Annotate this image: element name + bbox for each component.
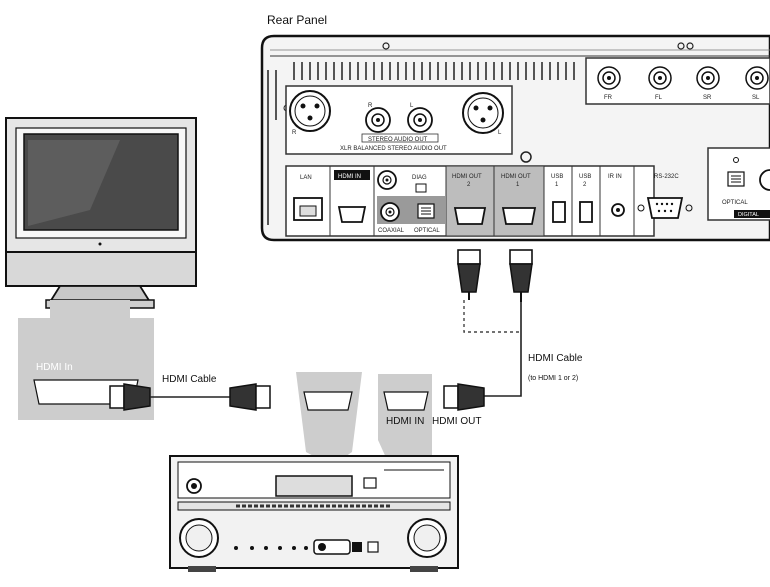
stereo-pin-label-r: R	[368, 103, 373, 109]
hdmi-out-2-label: HDMI OUT	[452, 174, 482, 180]
hdmi-in-label: HDMI IN	[338, 174, 361, 180]
receiver-hdmi-out-label: HDMI OUT	[432, 416, 481, 427]
hdmi-out-1-number: 1	[516, 182, 520, 188]
screw-icon	[686, 42, 694, 50]
av-receiver	[169, 455, 459, 572]
hdmi-cable-right-note: (to HDMI 1 or 2)	[528, 375, 578, 382]
xlr-pin-label-r: R	[292, 130, 297, 136]
rca-jack-stereo-r	[365, 107, 391, 133]
hdmi-plug-out-1	[509, 249, 533, 302]
jack-label-fl: FL	[655, 95, 663, 101]
optional-cable-path	[463, 300, 521, 333]
usb-2-label: USB	[579, 174, 591, 180]
receiver-hdmi-out-callout	[296, 372, 362, 466]
receiver-hdmi-in-label: HDMI IN	[386, 416, 424, 427]
hdmi-cable-left	[109, 383, 271, 411]
stereo-audio-out-label: STEREO AUDIO OUT	[368, 137, 428, 143]
player-hdmi-in-port: HDMI IN	[334, 166, 375, 236]
hdmi-cable-left-label: HDMI Cable	[162, 374, 217, 385]
rca-jack-stereo-l	[407, 107, 433, 133]
hdmi-cable-right-label: HDMI Cable	[528, 353, 583, 364]
lan-label: LAN	[300, 175, 312, 181]
diag-coaxial-optical-group: DIAG COAXIAL OPTICAL	[377, 166, 447, 236]
jack-label-sr: SR	[703, 95, 712, 101]
diagram-title: Rear Panel	[267, 13, 327, 27]
xlr-connector-right	[289, 90, 331, 132]
rca-jack-fl	[648, 66, 672, 90]
ir-in-port: IR IN	[608, 166, 635, 236]
rca-jack-sl	[745, 66, 769, 90]
jack-label-sl: SL	[752, 95, 760, 101]
jack-label-fr: FR	[604, 95, 613, 101]
xlr-pin-label-l: L	[498, 130, 502, 136]
receiver-hdmi-in-callout	[378, 374, 432, 476]
usb-2-number: 2	[583, 182, 587, 188]
diag-label: DIAG	[412, 175, 427, 181]
hdmi-plug-receiver-in	[443, 383, 485, 411]
usb-2-port: USB 2	[579, 166, 601, 236]
player-rear-panel: FR FL SR SL R R L L STEREO A	[260, 34, 770, 242]
hdmi-cable-right	[480, 302, 522, 397]
screw-icon	[677, 42, 685, 50]
rca-jack-fr	[597, 66, 621, 90]
rca-jack-sr	[696, 66, 720, 90]
lan-port: LAN	[293, 166, 331, 236]
digital-output-group: OPTICAL DIGITAL	[707, 147, 770, 221]
usb-1-number: 1	[555, 182, 559, 188]
optical-label: OPTICAL	[414, 228, 440, 234]
xlr-connector-left	[462, 92, 504, 134]
hdmi-out-1-label: HDMI OUT	[501, 174, 531, 180]
stereo-pin-label-l: L	[410, 103, 414, 109]
optical-right-label: OPTICAL	[722, 200, 748, 206]
tv-hdmi-in-label: HDMI In	[36, 362, 73, 373]
hdmi-out-2-number: 2	[467, 182, 471, 188]
ir-in-label: IR IN	[608, 174, 622, 180]
hdmi-out-1-port: HDMI OUT 1	[493, 165, 545, 237]
usb-1-port: USB 1	[551, 166, 573, 236]
rs232c-port: RS-232C	[637, 174, 693, 219]
screw-icon	[520, 151, 532, 163]
television	[5, 117, 197, 309]
xlr-audio-out-label: XLR BALANCED STEREO AUDIO OUT	[340, 146, 447, 152]
rs232c-label: RS-232C	[654, 174, 679, 180]
hdmi-out-2-port: HDMI OUT 2	[445, 165, 495, 237]
screw-icon	[382, 42, 390, 50]
vent-slots	[267, 62, 575, 225]
hdmi-plug-out-2	[457, 249, 481, 300]
digital-label: DIGITAL	[738, 212, 759, 218]
usb-1-label: USB	[551, 174, 563, 180]
coaxial-label: COAXIAL	[378, 228, 405, 234]
